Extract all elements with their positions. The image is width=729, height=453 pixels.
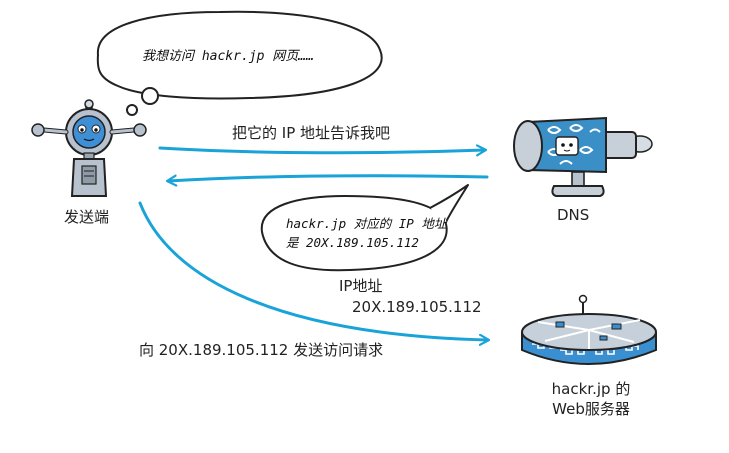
dns-server-icon [513, 116, 653, 197]
dns-label: DNS [557, 206, 590, 224]
robot-icon [31, 99, 147, 197]
dns-reply-text-line1: hackr.jp 对应的 IP 地址 [286, 216, 447, 231]
dns-reply-bubble [260, 184, 469, 272]
web-server-label-line2: Web服务器 [552, 400, 630, 418]
sender-label: 发送端 [64, 208, 110, 226]
dns-reply-text-line2: 是 20X.189.105.112 [286, 235, 419, 250]
request-arrow [138, 201, 488, 340]
web-server-icon [521, 294, 657, 365]
ip-address-title: IP地址 [339, 277, 383, 295]
sender-thought-bubble [96, 10, 383, 116]
ip-address-value: 20X.189.105.112 [352, 298, 482, 316]
request-label: 向 20X.189.105.112 发送访问请求 [139, 341, 384, 359]
sender-thought-text: 我想访问 hackr.jp 网页…… [142, 49, 314, 64]
query-label: 把它的 IP 地址告诉我吧 [232, 124, 391, 142]
query-arrow [158, 148, 485, 153]
web-server-label-line1: hackr.jp 的 [551, 380, 631, 398]
reply-arrow [168, 174, 489, 181]
